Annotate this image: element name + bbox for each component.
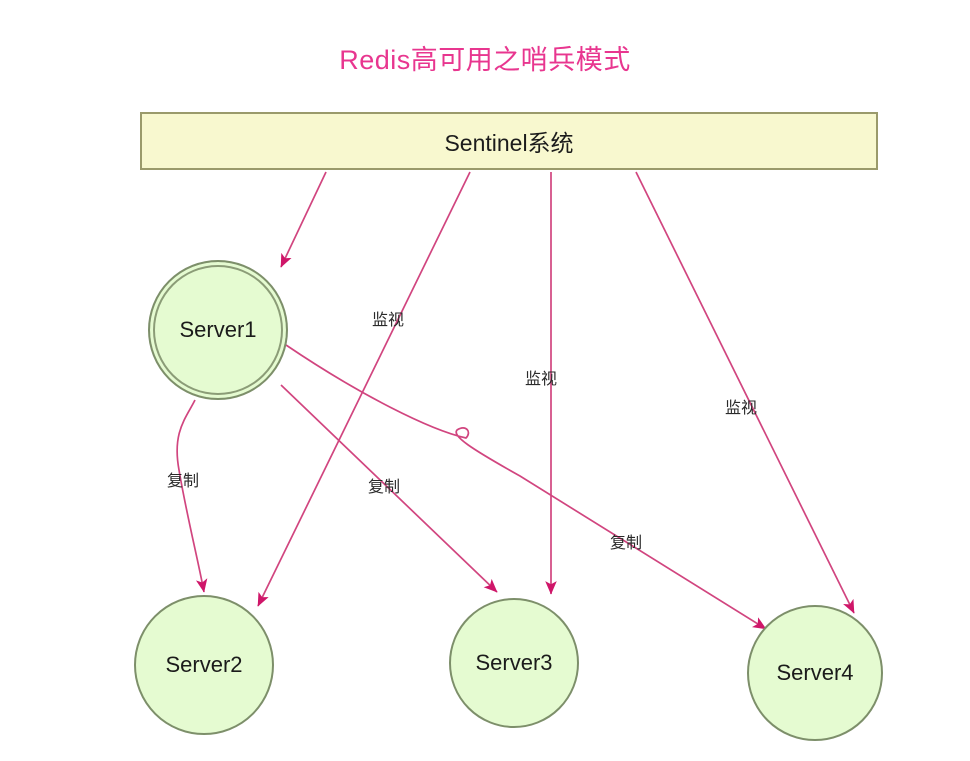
node-server3[interactable]: Server3 xyxy=(449,598,579,728)
node-server4-label: Server4 xyxy=(776,660,854,685)
node-server1[interactable]: Server1 xyxy=(148,260,288,400)
edge-label-monitor-3: 监视 xyxy=(725,400,758,417)
edge-label-replicate-2: 复制 xyxy=(368,479,401,496)
edge-sentinel-to-server1 xyxy=(280,171,327,268)
edge-label-replicate-3: 复制 xyxy=(610,535,643,552)
edge-server1-to-server2 xyxy=(176,399,208,593)
sentinel-system-label: Sentinel系统 xyxy=(444,130,574,156)
node-server4[interactable]: Server4 xyxy=(747,605,883,741)
edge-sentinel-to-server2 xyxy=(257,171,471,607)
edge-label-monitor-2: 监视 xyxy=(525,371,558,388)
node-server3-label: Server3 xyxy=(475,650,553,675)
edge-label-monitor-1: 监视 xyxy=(372,312,405,329)
edge-sentinel-to-server4 xyxy=(635,171,855,614)
edge-label-replicate-1: 复制 xyxy=(167,473,200,490)
page-title: Redis高可用之哨兵模式 xyxy=(339,45,631,75)
node-server1-label: Server1 xyxy=(179,317,257,342)
node-server2[interactable]: Server2 xyxy=(134,595,274,735)
sentinel-system-box[interactable]: Sentinel系统 xyxy=(140,112,878,170)
node-server2-label: Server2 xyxy=(165,652,243,677)
